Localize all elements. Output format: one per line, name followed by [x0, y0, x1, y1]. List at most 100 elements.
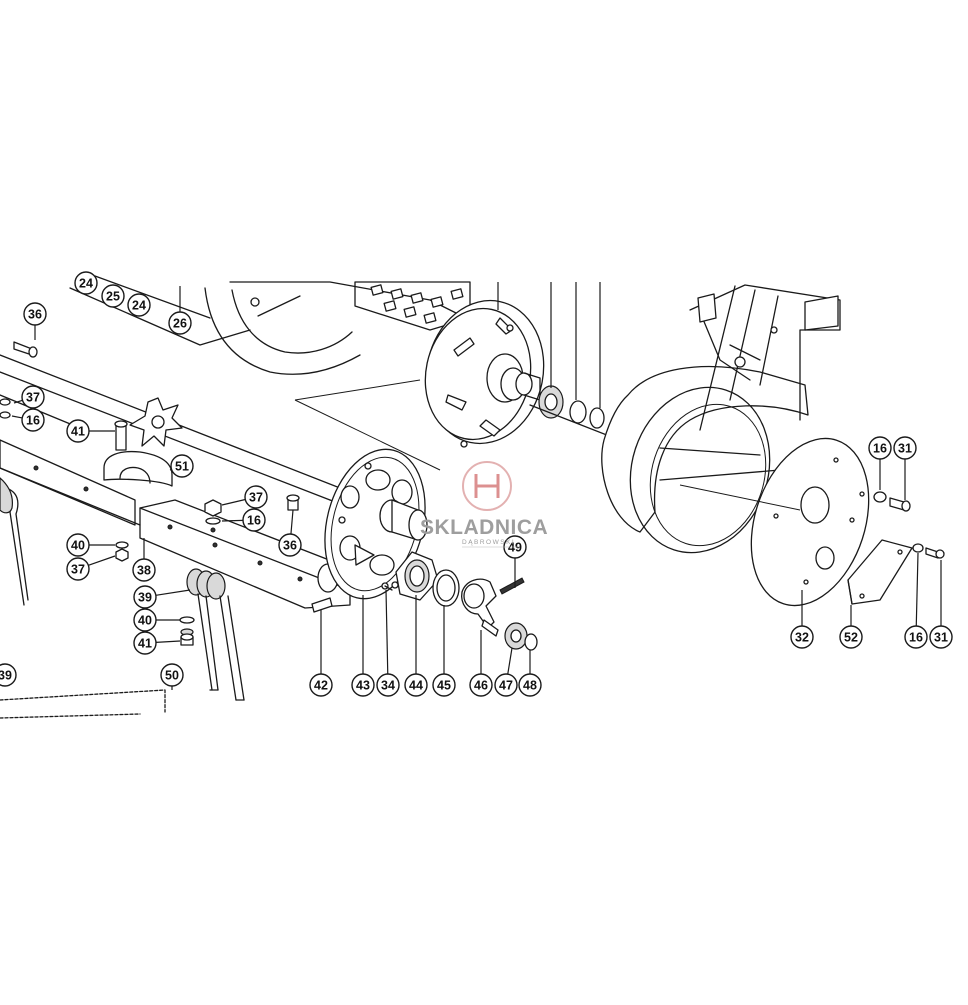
- leader-lines: [11, 282, 942, 690]
- callout-label: 39: [138, 591, 152, 605]
- callout-37: 37: [21, 385, 45, 409]
- leader-line-16: [915, 552, 919, 627]
- callout-circle: [170, 454, 194, 478]
- watermark-subtitle: DĄBROWSKI: [462, 539, 515, 546]
- watermark-name: SKLADNICA: [420, 516, 548, 539]
- callout-label: 38: [137, 564, 151, 578]
- callout-circle: [893, 436, 917, 460]
- nut-washer-drawing: [204, 494, 300, 533]
- callout-40: 40: [133, 608, 157, 632]
- callout-label: 43: [356, 679, 370, 693]
- leader-line-16: [11, 415, 23, 419]
- callout-circle: [66, 533, 90, 557]
- callout-44: 44: [404, 673, 428, 697]
- callout-label: 31: [934, 631, 948, 645]
- callout-circle: [278, 533, 302, 557]
- leader-line-37: [88, 555, 116, 566]
- callout-circle: [432, 673, 456, 697]
- cam-disc-drawing: [424, 299, 641, 449]
- callout-label: 40: [71, 539, 85, 553]
- callout-26: 26: [168, 311, 192, 335]
- callout-label: 37: [26, 391, 40, 405]
- callout-circle: [23, 302, 47, 326]
- callout-label: 36: [28, 308, 42, 322]
- callout-circle: [404, 673, 428, 697]
- callout-label: 34: [381, 679, 395, 693]
- callout-41: 41: [133, 631, 157, 655]
- callout-label: 42: [314, 679, 328, 693]
- callout-39: 39: [0, 663, 17, 687]
- callout-label: 16: [873, 442, 887, 456]
- callout-46-highlighted: 46: [469, 673, 493, 697]
- callout-label: 25: [106, 290, 120, 304]
- callout-31: 31: [893, 436, 917, 460]
- callout-47: 47: [494, 673, 518, 697]
- housing-drawing: [601, 284, 841, 554]
- callout-label: 16: [26, 414, 40, 428]
- leader-line-37: [13, 399, 23, 404]
- spring-tines-drawing: [0, 477, 245, 701]
- upper-frame-drawing: [69, 275, 471, 375]
- callout-circle: [242, 508, 266, 532]
- callout-37: 37: [244, 485, 268, 509]
- callout-circle: [469, 673, 493, 697]
- callout-label: 16: [909, 631, 923, 645]
- callout-label: 32: [795, 631, 809, 645]
- callout-label: 40: [138, 614, 152, 628]
- callout-circle: [133, 608, 157, 632]
- callout-50: 50: [160, 663, 184, 687]
- callout-36: 36: [278, 533, 302, 557]
- callout-circle: [790, 625, 814, 649]
- callout-label: 46: [474, 679, 488, 693]
- callout-circle: [168, 311, 192, 335]
- callout-label: 41: [138, 637, 152, 651]
- callout-38: 38: [132, 558, 156, 582]
- callout-circle: [868, 436, 892, 460]
- callout-circle: [309, 673, 333, 697]
- callout-circle: [904, 625, 928, 649]
- callout-circle: [160, 663, 184, 687]
- callout-label: 41: [71, 425, 85, 439]
- callout-16: 16: [868, 436, 892, 460]
- callout-42: 42: [309, 673, 333, 697]
- callout-label: 51: [175, 460, 189, 474]
- callout-label: 24: [132, 299, 146, 313]
- callout-label: 26: [173, 317, 187, 331]
- callout-16: 16: [242, 508, 266, 532]
- callout-circle: [132, 558, 156, 582]
- callout-24: 24: [74, 271, 98, 295]
- callout-43: 43: [351, 673, 375, 697]
- leader-line-36: [290, 509, 294, 535]
- callout-label: 24: [79, 277, 93, 291]
- callout-circle: [133, 585, 157, 609]
- callout-label: 50: [165, 669, 179, 683]
- callout-circle: [74, 271, 98, 295]
- callout-39: 39: [133, 585, 157, 609]
- callout-label: 16: [247, 514, 261, 528]
- callout-40: 40: [66, 533, 90, 557]
- callout-label: 37: [71, 563, 85, 577]
- leader-line-34: [385, 589, 389, 675]
- flange-disc-drawing: [324, 448, 428, 600]
- bolt-36-drawing: [13, 341, 38, 358]
- callout-label: 49: [508, 541, 522, 555]
- callout-circle: [929, 625, 953, 649]
- callout-34: 34: [376, 673, 400, 697]
- callout-circle: [101, 284, 125, 308]
- callout-16: 16: [904, 625, 928, 649]
- callout-circle: [351, 673, 375, 697]
- callout-label: 52: [844, 631, 858, 645]
- callout-circle: [133, 631, 157, 655]
- leader-line-37: [221, 498, 246, 506]
- callout-circle: [518, 673, 542, 697]
- callout-label: 39: [0, 669, 12, 683]
- callout-36: 36: [23, 302, 47, 326]
- callout-label: 44: [409, 679, 423, 693]
- callout-label: 31: [898, 442, 912, 456]
- callout-41: 41: [66, 419, 90, 443]
- callout-circle: [244, 485, 268, 509]
- callout-51: 51: [170, 454, 194, 478]
- callout-label: 48: [523, 679, 537, 693]
